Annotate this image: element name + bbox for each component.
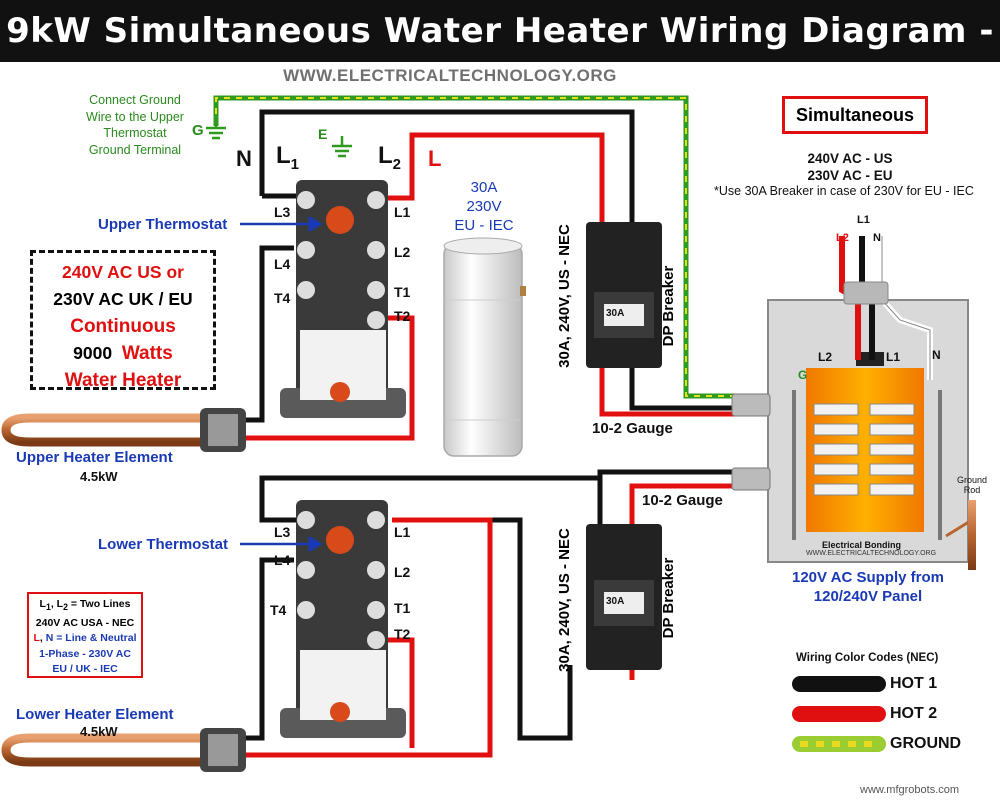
- lower-element-label: Lower Heater Element: [16, 706, 174, 723]
- line2-label: L2: [378, 142, 402, 173]
- lower-breaker-amp: 30A: [606, 596, 625, 607]
- upper-breaker-type: DP Breaker: [660, 265, 677, 347]
- water-tank: [443, 237, 526, 457]
- upper-red-wires: [245, 132, 738, 441]
- panel-cable-connectors: [731, 393, 771, 491]
- lower-breaker-rating: 30A, 240V, US - NEC: [556, 528, 573, 672]
- tank-rating-line: 30A: [470, 179, 498, 196]
- terminal-t2: T2: [394, 626, 411, 642]
- tank-rating: 30A 230V EU - IEC: [444, 178, 524, 235]
- supply-line: 240V AC - US: [807, 151, 893, 166]
- spec-line: Continuous: [70, 316, 176, 337]
- ground-note-line: Connect Ground: [89, 93, 181, 107]
- legend-box: L1, L2 = Two Lines 240V AC USA - NEC L, …: [27, 592, 143, 678]
- terminal-l1: L1: [394, 524, 411, 540]
- legend-line: EU / UK - IEC: [52, 663, 118, 676]
- lower-element-power: 4.5kW: [80, 724, 118, 739]
- terminal-l3: L3: [274, 524, 291, 540]
- terminal-l2: L2: [394, 244, 411, 260]
- lower-thermostat-label: Lower Thermostat: [98, 536, 229, 553]
- terminal-l4: L4: [274, 552, 291, 568]
- ground-wire: [213, 95, 738, 399]
- thermostat-arrows: [240, 215, 323, 553]
- ground-note-line: Ground Terminal: [88, 142, 182, 157]
- ground-rod: [945, 500, 976, 570]
- upper-breaker-amp: 30A: [606, 308, 625, 319]
- upper-element-label: Upper Heater Element: [16, 449, 173, 466]
- upper-gauge-label: 10-2 Gauge: [592, 420, 673, 437]
- hot1-label: HOT 1: [890, 675, 938, 692]
- service-panel: [767, 299, 969, 563]
- ground-note-line: Wire to the Upper: [86, 109, 184, 124]
- legend-line: 240V AC USA - NEC: [35, 616, 135, 629]
- panel-bonding-label: Electrical Bonding: [822, 540, 902, 550]
- lower-breaker-type: DP Breaker: [660, 557, 677, 639]
- upper-thermostat-body: [280, 180, 406, 418]
- spec-line: 240V AC US or: [62, 262, 184, 282]
- lower-heater-element: [1, 728, 246, 772]
- spec-line: Water Heater: [64, 370, 182, 391]
- terminal-t4: T4: [274, 290, 291, 306]
- ground-label-g: G: [192, 122, 204, 139]
- spec-box: 240V AC US or 230V AC UK / EU Continuous…: [30, 250, 216, 391]
- supply-note: *Use 30A Breaker in case of 230V for EU …: [714, 184, 974, 198]
- lower-gauge-label: 10-2 Gauge: [642, 492, 723, 509]
- terminal-t1: T1: [394, 284, 411, 300]
- panel-url: WWW.ELECTRICALTECHNOLOGY.ORG: [806, 550, 937, 557]
- ground-rod-label: Ground Rod: [956, 475, 988, 495]
- panel-caption-line: 120V AC Supply from: [792, 569, 944, 586]
- simultaneous-box: Simultaneous: [782, 96, 928, 134]
- panel-l2-label: L2: [818, 350, 833, 364]
- color-codes-title: Wiring Color Codes (NEC): [796, 652, 939, 664]
- terminal-t2: T2: [394, 308, 411, 324]
- ground-symbol-e: [332, 136, 352, 158]
- terminal-t4: T4: [270, 602, 287, 618]
- spec-line: 230V AC UK / EU: [53, 289, 193, 309]
- panel-caption-line: 120/240V Panel: [813, 588, 923, 605]
- lower-thermostat-body: [280, 500, 406, 738]
- cable-connector: [843, 281, 889, 305]
- page-title: 9kW Simultaneous Water Heater Wiring Dia…: [0, 0, 1000, 113]
- terminal-l2: L2: [394, 564, 411, 580]
- legend-line: L, N = Line & Neutral: [33, 632, 137, 645]
- ground-note-line: Thermostat: [103, 126, 167, 140]
- hot2-label: HOT 2: [890, 705, 938, 722]
- terminal-l4: L4: [274, 256, 291, 272]
- upper-breaker-rating: 30A, 240V, US - NEC: [556, 224, 573, 368]
- line-label-red: L: [428, 146, 442, 171]
- spec-line: 9000 Watts: [73, 343, 173, 364]
- lower-red-wires: [245, 483, 738, 758]
- upper-heater-element: [1, 408, 246, 452]
- legend-line: 1-Phase - 230V AC: [39, 647, 131, 660]
- terminal-l3: L3: [274, 204, 291, 220]
- website-url: WWW.ELECTRICALTECHNOLOGY.ORG: [283, 66, 617, 85]
- terminal-t1: T1: [394, 600, 411, 616]
- ground-label-e: E: [318, 126, 328, 142]
- panel-l2-top-label: L2: [836, 232, 849, 244]
- panel-n-label: N: [932, 348, 941, 362]
- panel-l1-label: L1: [857, 214, 870, 226]
- panel-g-label: G: [798, 368, 808, 382]
- panel-caption: 120V AC Supply from 120/240V Panel: [768, 568, 968, 606]
- upper-breaker: [586, 222, 662, 368]
- upper-element-power: 4.5kW: [80, 469, 118, 484]
- neutral-label: N: [236, 146, 252, 171]
- lower-breaker: [586, 524, 662, 670]
- ground-label: GROUND: [890, 735, 962, 752]
- tank-rating-line: 230V: [466, 198, 502, 215]
- supply-voltages: 240V AC - US 230V AC - EU: [700, 150, 1000, 184]
- terminal-l1: L1: [394, 204, 411, 220]
- legend-line: L1, L2 = Two Lines: [39, 598, 131, 613]
- panel-l1-inner-label: L1: [886, 350, 901, 364]
- ground-note: Connect Ground Wire to the Upper Thermos…: [60, 92, 210, 158]
- tank-rating-line: EU - IEC: [454, 217, 514, 234]
- upper-thermostat-label: Upper Thermostat: [98, 216, 228, 233]
- panel-n-top-label: N: [873, 232, 881, 244]
- supply-line: 230V AC - EU: [807, 168, 893, 183]
- watermark: www.mfgrobots.com: [860, 784, 960, 796]
- color-code-cables: [792, 676, 886, 752]
- line1-label: L1: [276, 142, 300, 173]
- ground-symbol-g: [206, 120, 226, 140]
